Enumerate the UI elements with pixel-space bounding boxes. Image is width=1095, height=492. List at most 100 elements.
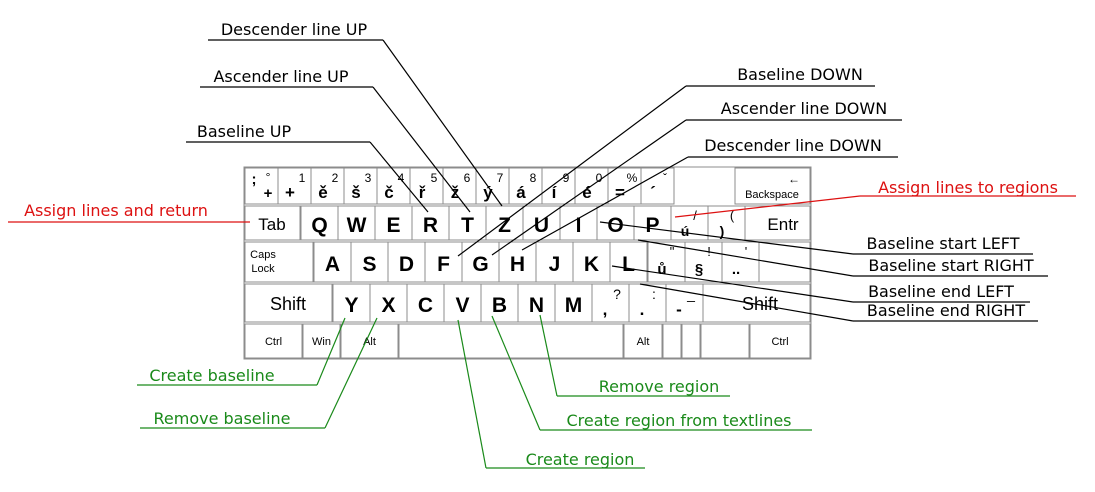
label-baseline-down: Baseline DOWN — [737, 65, 863, 84]
key-diacritic: é — [582, 183, 591, 202]
key-digit: 3 — [365, 171, 372, 185]
key-row3-extra-2-cap — [721, 241, 760, 283]
key-alt-left-label: Alt — [363, 336, 376, 348]
key-y: Y — [332, 283, 371, 323]
callout-ascender-line-up: Ascender line UP — [200, 67, 373, 88]
label-remove-region: Remove region — [599, 377, 720, 396]
key-row1-9: 9í — [541, 167, 576, 205]
key-digit: 5 — [431, 171, 438, 185]
leader-baseline-start-left — [599, 221, 854, 255]
key-diacritic: á — [516, 183, 526, 202]
key-alt-left-cap — [340, 323, 399, 359]
key-j: J — [535, 241, 574, 283]
callout-assign-lines-to-regions: Assign lines to regions — [860, 178, 1076, 197]
key-h-cap — [498, 241, 537, 283]
key-shift-left: Shift — [244, 283, 333, 323]
key-letter-t: T — [461, 214, 474, 237]
key-extra-top: ( — [730, 208, 735, 223]
key-j-cap — [535, 241, 574, 283]
key-row4-extra-0-cap — [591, 283, 630, 323]
key-shift-right-cap — [702, 283, 811, 323]
key-z: Z — [485, 205, 524, 241]
key-row1-5: 5ř — [409, 167, 444, 205]
key-letter-l: L — [622, 253, 635, 276]
key-blank-2-cap — [681, 323, 701, 359]
callout-create-baseline: Create baseline — [137, 366, 317, 386]
key-diacritic: č — [384, 183, 393, 202]
key-y-cap — [332, 283, 371, 323]
leader-baseline-start-right — [637, 239, 854, 277]
key-tab-label: Tab — [258, 215, 285, 234]
key-row2-extra-1-cap — [707, 205, 746, 241]
key-alt-right-cap — [623, 323, 663, 359]
leader-descender-line-down — [521, 156, 689, 251]
key-backspace-arrow: ← — [788, 172, 800, 186]
callout-create-region-from-textlines: Create region from textlines — [540, 411, 812, 431]
key-row1-4: 4č — [376, 167, 411, 205]
key-extra-top: ' — [745, 244, 747, 259]
key-diacritic: = — [615, 183, 625, 202]
key-enter-label: Entr — [767, 215, 799, 234]
callout-assign-lines-and-return: Assign lines and return — [8, 201, 250, 223]
key-shift-left-cap — [244, 283, 333, 323]
key-symbol-semicolon: ; — [252, 171, 257, 188]
key-extra-main: . — [640, 300, 645, 319]
key-caps-label-2: Lock — [251, 263, 275, 275]
leader-lines — [316, 39, 861, 469]
leader-baseline-end-left — [611, 265, 854, 303]
key-l-cap — [609, 241, 648, 283]
key-letter-h: H — [510, 253, 525, 276]
key-a-cap — [313, 241, 352, 283]
label-create-region-from-textlines: Create region from textlines — [566, 411, 791, 430]
key-shift-left-label: Shift — [270, 294, 306, 314]
key-backspace-label: Backspace — [745, 189, 799, 201]
key-letter-n: N — [529, 294, 544, 317]
leader-assign-lines-to-regions — [674, 195, 861, 218]
key-letter-u: U — [534, 214, 549, 237]
key-backspace-cap — [734, 167, 811, 205]
label-assign-lines-and-return: Assign lines and return — [24, 201, 208, 220]
key-d: D — [387, 241, 426, 283]
key-diacritic: ´ — [650, 183, 656, 202]
callout-remove-baseline: Remove baseline — [140, 409, 325, 429]
key-e: E — [374, 205, 413, 241]
leader-create-baseline — [316, 317, 346, 386]
key-letter-i: I — [576, 214, 582, 237]
key-extra-main: ú — [681, 223, 690, 239]
key-m-cap — [554, 283, 593, 323]
key-tab: Tab — [244, 205, 301, 241]
key-extra-top: " — [670, 244, 675, 259]
key-row3-extra-1: !§ — [684, 241, 723, 283]
key-row1-1-cap — [277, 167, 312, 205]
key-caps-label-1: Caps — [250, 249, 276, 261]
key-letter-r: R — [423, 214, 438, 237]
key-symbol-degree: ° — [266, 170, 271, 184]
callout-baseline-down: Baseline DOWN — [686, 65, 875, 87]
key-row3-extra-0-cap — [647, 241, 686, 283]
key-letter-k: K — [584, 253, 599, 276]
key-row1-7: 7ý — [475, 167, 510, 205]
key-tab-cap — [244, 205, 301, 241]
key-k: K — [572, 241, 611, 283]
key-ctrl-left-cap — [244, 323, 303, 359]
key-b-cap — [480, 283, 519, 323]
key-row1-5-cap — [409, 167, 444, 205]
key-digit: ˇ — [663, 171, 667, 185]
key-row1-0-cap — [244, 167, 279, 205]
key-alt-right-label: Alt — [637, 336, 650, 348]
key-letter-a: A — [325, 253, 340, 276]
key-extra-main: § — [695, 261, 703, 278]
key-letter-m: M — [565, 294, 583, 317]
callout-baseline-start-right: Baseline start RIGHT — [853, 256, 1048, 277]
key-row3-extra-2: '.. — [721, 241, 760, 283]
key-row4-extra-2-cap — [665, 283, 704, 323]
key-extra-main: , — [603, 300, 608, 319]
key-ctrl-left-label: Ctrl — [265, 336, 282, 348]
label-descender-line-down: Descender line DOWN — [704, 136, 882, 155]
key-diacritic: š — [351, 183, 360, 202]
key-enter: Entr — [744, 205, 811, 241]
key-extra-top: ? — [613, 286, 621, 302]
key-shift-right: Shift — [702, 283, 811, 323]
label-remove-baseline: Remove baseline — [153, 409, 290, 428]
